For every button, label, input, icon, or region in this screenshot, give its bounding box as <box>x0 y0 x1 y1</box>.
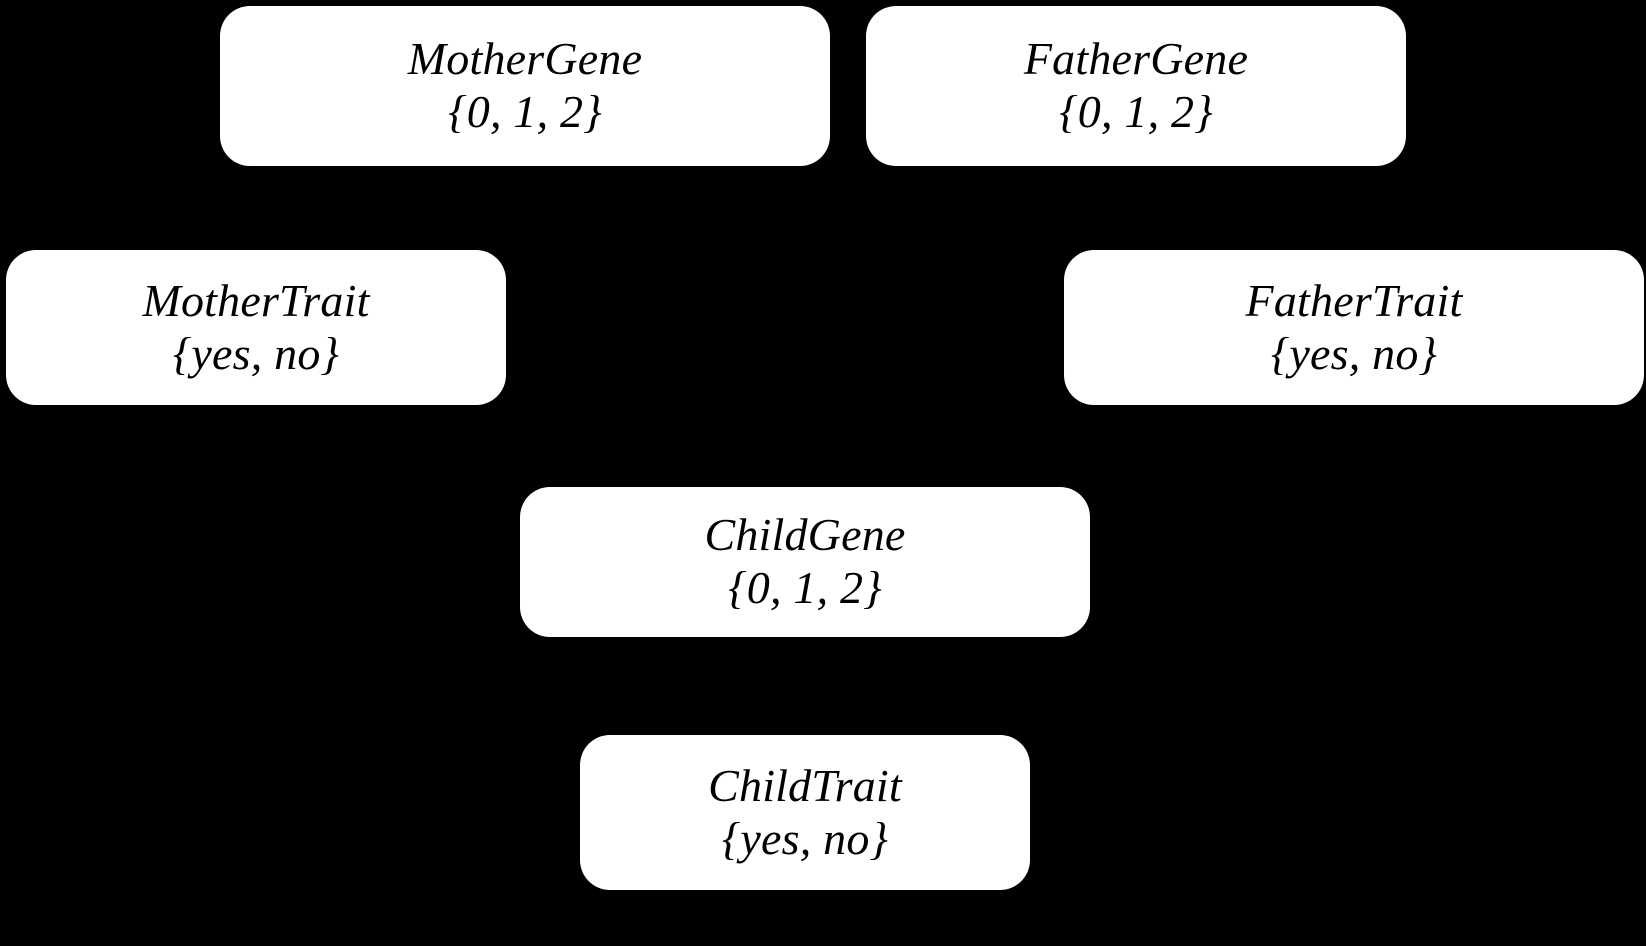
node-father-trait-label: FatherTrait <box>1245 274 1463 326</box>
node-mother-gene-label: MotherGene <box>407 33 643 85</box>
node-child-trait[interactable]: ChildTrait {yes, no} <box>580 735 1030 890</box>
node-father-gene-domain: {0, 1, 2} <box>1059 86 1213 137</box>
node-mother-trait-label: MotherTrait <box>142 274 370 326</box>
node-mother-gene[interactable]: MotherGene {0, 1, 2} <box>220 6 830 166</box>
node-child-gene-label: ChildGene <box>704 509 906 561</box>
node-child-trait-domain: {yes, no} <box>721 812 889 864</box>
node-father-gene-label: FatherGene <box>1023 33 1249 85</box>
node-father-trait-domain: {yes, no} <box>1270 327 1438 379</box>
node-child-gene-domain: {0, 1, 2} <box>728 562 882 613</box>
node-child-gene[interactable]: ChildGene {0, 1, 2} <box>520 487 1090 637</box>
node-child-trait-label: ChildTrait <box>708 759 902 811</box>
node-father-gene[interactable]: FatherGene {0, 1, 2} <box>866 6 1406 166</box>
node-mother-gene-domain: {0, 1, 2} <box>448 86 602 137</box>
node-mother-trait[interactable]: MotherTrait {yes, no} <box>6 250 506 405</box>
node-father-trait[interactable]: FatherTrait {yes, no} <box>1064 250 1644 405</box>
node-mother-trait-domain: {yes, no} <box>172 327 340 379</box>
